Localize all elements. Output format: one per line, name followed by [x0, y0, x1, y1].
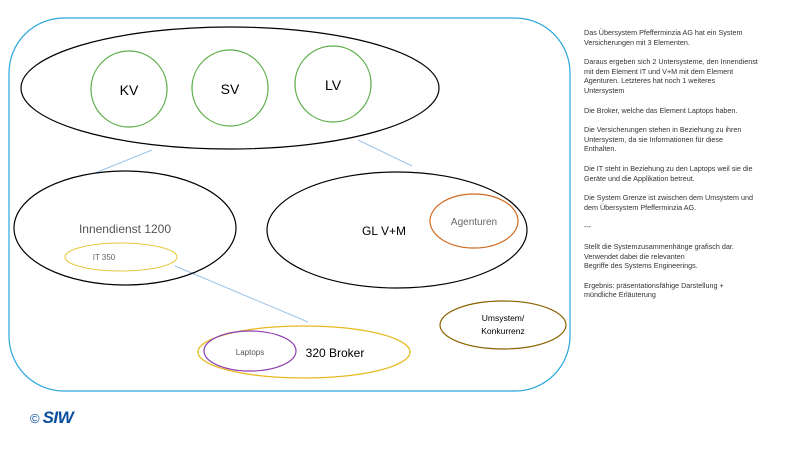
umsystem-label-line1: Umsystem/ [482, 313, 525, 323]
connector-supersystem-innendienst [94, 149, 153, 174]
element-kv-label: KV [120, 82, 139, 98]
note-paragraph: --- [584, 222, 592, 232]
logo-text: SIW [42, 408, 74, 427]
laptops-ellipse [203, 330, 297, 372]
it-ellipse [64, 242, 178, 272]
agenturen-label: Agenturen [451, 217, 497, 228]
element-sv-circle [191, 49, 269, 127]
supersystem-ellipse [20, 26, 440, 150]
it-label: IT 350 [93, 253, 116, 262]
system-boundary [8, 17, 571, 392]
broker-ellipse [197, 325, 411, 379]
connector-supersystem-gl [357, 139, 413, 167]
umsystem-label-line2: Konkurrenz [481, 326, 524, 336]
copyright-symbol: © [30, 410, 40, 426]
note-paragraph: Stellt die Systemzusammenhänge grafisch … [584, 241, 734, 271]
element-sv-label: SV [221, 81, 240, 97]
element-lv-circle [294, 45, 372, 123]
notes-panel: Das Übersystem Pfefferminzia AG hat ein … [584, 28, 789, 310]
note-paragraph: Die IT steht in Beziehung zu den Laptops… [584, 163, 753, 183]
note-paragraph: Das Übersystem Pfefferminzia AG hat ein … [584, 28, 743, 47]
siw-logo: © SIW [30, 408, 74, 428]
innendienst-label: Innendienst 1200 [79, 222, 171, 236]
gl-label: GL V+M [362, 224, 406, 238]
umsystem-ellipse [439, 300, 567, 350]
laptops-label: Laptops [236, 348, 264, 357]
broker-label: 320 Broker [306, 346, 365, 360]
innendienst-ellipse [13, 170, 237, 286]
gl-ellipse [266, 171, 528, 289]
note-paragraph: Die Broker, welche das Element Laptops h… [584, 105, 738, 115]
element-kv-circle [90, 50, 168, 128]
note-paragraph: Daraus ergeben sich 2 Untersysteme, den … [584, 57, 758, 95]
note-paragraph: Ergebnis: präsentationsfähige Darstellun… [584, 280, 724, 300]
connector-it-laptops [174, 265, 309, 323]
note-paragraph: Die System Grenze ist zwischen dem Umsys… [584, 193, 753, 212]
element-lv-label: LV [325, 77, 342, 93]
agenturen-ellipse [429, 193, 519, 249]
note-paragraph: Die Versicherungen stehen in Beziehung z… [584, 125, 742, 154]
